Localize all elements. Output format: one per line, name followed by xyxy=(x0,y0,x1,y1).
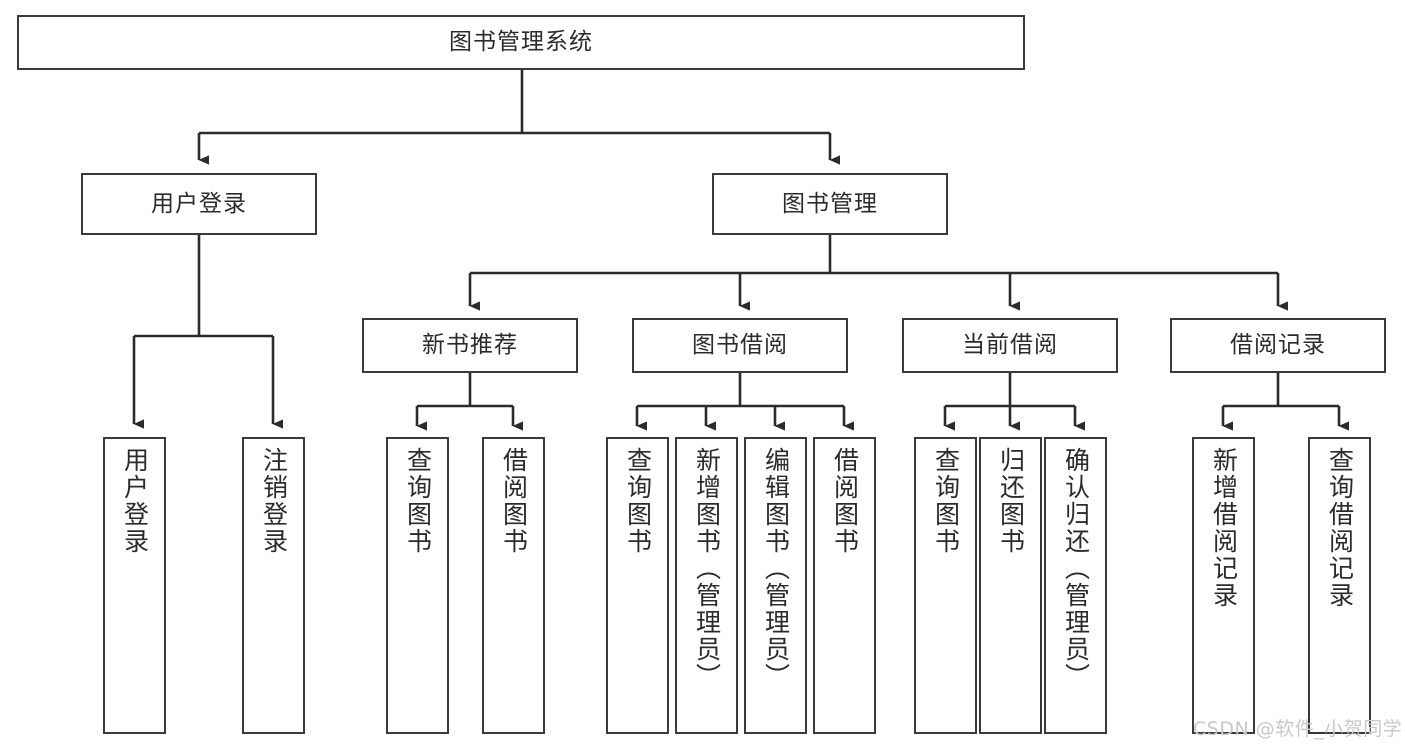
node-label: 图书借阅 xyxy=(692,332,788,358)
leaf-borrow-book-2[interactable]: 借阅图书 xyxy=(813,437,876,734)
node-label: 图书管理 xyxy=(782,190,878,217)
leaf-query-borrow-record[interactable]: 查询借阅记录 xyxy=(1308,437,1371,734)
node-label: 借阅记录 xyxy=(1230,332,1326,358)
node-label: 新书推荐 xyxy=(422,332,518,358)
leaf-query-book-3[interactable]: 查询图书 xyxy=(914,437,977,734)
node-label: 用户登录 xyxy=(151,190,247,217)
node-label: 用户登录 xyxy=(120,447,150,555)
leaf-query-book-2[interactable]: 查询图书 xyxy=(606,437,669,734)
node-label: 新增借阅记录 xyxy=(1209,447,1239,609)
node-user-login[interactable]: 用户登录 xyxy=(81,173,317,235)
node-label: 确认归还（管理员） xyxy=(1061,447,1091,690)
node-label: 归还图书 xyxy=(996,447,1026,555)
node-label: 当前借阅 xyxy=(962,332,1058,358)
node-borrowing-records[interactable]: 借阅记录 xyxy=(1170,318,1386,373)
leaf-borrow-book-1[interactable]: 借阅图书 xyxy=(482,437,545,734)
leaf-add-book-admin[interactable]: 新增图书（管理员） xyxy=(675,437,738,734)
watermark-text: CSDN @软件_小贺同学 xyxy=(1193,718,1403,740)
node-label: 借阅图书 xyxy=(499,447,529,555)
leaf-return-book[interactable]: 归还图书 xyxy=(979,437,1042,734)
leaf-user-login[interactable]: 用户登录 xyxy=(103,437,166,734)
leaf-add-borrow-record[interactable]: 新增借阅记录 xyxy=(1192,437,1255,734)
node-current-borrowing[interactable]: 当前借阅 xyxy=(902,318,1118,373)
node-label: 查询图书 xyxy=(931,447,961,555)
node-root-book-management-system[interactable]: 图书管理系统 xyxy=(17,15,1025,70)
node-label: 查询图书 xyxy=(403,447,433,555)
leaf-logout[interactable]: 注销登录 xyxy=(242,437,305,734)
node-new-book-recommendation[interactable]: 新书推荐 xyxy=(362,318,578,373)
node-book-borrowing[interactable]: 图书借阅 xyxy=(632,318,848,373)
leaf-edit-book-admin[interactable]: 编辑图书（管理员） xyxy=(744,437,807,734)
node-label: 查询借阅记录 xyxy=(1325,447,1355,609)
node-label: 新增图书（管理员） xyxy=(692,447,722,690)
leaf-query-book-1[interactable]: 查询图书 xyxy=(386,437,449,734)
node-book-management[interactable]: 图书管理 xyxy=(712,173,948,235)
node-label: 注销登录 xyxy=(259,447,289,555)
leaf-confirm-return-admin[interactable]: 确认归还（管理员） xyxy=(1044,437,1107,734)
node-label: 借阅图书 xyxy=(830,447,860,555)
node-label: 查询图书 xyxy=(623,447,653,555)
node-label: 编辑图书（管理员） xyxy=(761,447,791,690)
node-label: 图书管理系统 xyxy=(449,29,593,55)
